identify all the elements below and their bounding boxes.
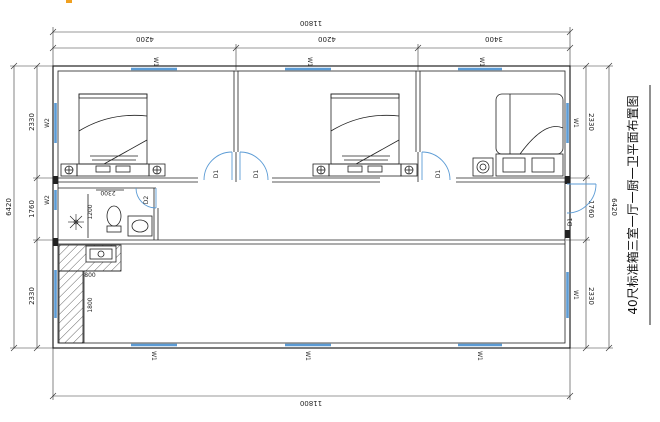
bathroom-fixtures	[87, 189, 153, 238]
doors	[135, 151, 597, 214]
window-label-top-1: W1	[152, 57, 159, 67]
kitchen-small-dim: 800	[84, 272, 96, 279]
window-label-right-2: W1	[572, 290, 579, 300]
door-label-3: D1	[435, 170, 442, 179]
door-label-bath: D2	[143, 196, 150, 205]
right-middle-dim: 1760	[587, 200, 595, 218]
left-lower-dim: 2330	[28, 287, 36, 305]
right-lower-dim: 2330	[587, 287, 595, 305]
outer-walls	[52, 65, 571, 349]
room1-width-dim: 4200	[136, 35, 154, 43]
columns	[53, 176, 570, 246]
right-dimensions	[566, 62, 613, 352]
plan-title: 40尺标准箱三室一厅一厨一卫平面布置图	[625, 95, 640, 314]
bed-room1	[78, 93, 148, 165]
interior-walls	[58, 71, 565, 245]
bath-depth-dim: 1200	[87, 204, 94, 219]
kitchen-counter	[58, 244, 122, 344]
side-table-room3	[472, 157, 494, 177]
right-upper-dim: 2330	[587, 113, 595, 131]
bunk-bed-room3	[495, 93, 564, 177]
nightstands-room1	[60, 163, 166, 177]
right-total-dim: 6420	[610, 198, 618, 216]
nightstands-room2	[312, 163, 418, 177]
room2-width-dim: 4200	[318, 35, 336, 43]
bed-room2	[330, 93, 400, 165]
window-label-top-2: W1	[306, 57, 313, 67]
left-dimensions	[10, 62, 58, 352]
room3-width-dim: 3400	[485, 35, 503, 43]
bottom-total-dim: 11800	[300, 399, 322, 407]
corner-mark	[66, 0, 72, 3]
shower-icon	[68, 214, 84, 230]
window-label-left-2: W2	[44, 195, 51, 205]
window-label-top-3: W1	[478, 57, 485, 67]
door-label-entry: D1	[567, 218, 574, 227]
top-total-dim: 11800	[300, 19, 322, 27]
kitchen-length-dim: 1800	[87, 297, 94, 312]
window-label-right-1: W1	[572, 118, 579, 128]
left-total-dim: 6420	[5, 198, 13, 216]
left-middle-dim: 1760	[28, 200, 36, 218]
top-dimensions	[49, 27, 574, 70]
bottom-dimensions	[49, 348, 574, 400]
windows	[54, 67, 569, 347]
left-upper-dim: 2330	[28, 113, 36, 131]
door-label-1: D1	[213, 170, 220, 179]
bath-length-dim: 2300	[100, 189, 115, 196]
window-label-left-1: W2	[44, 118, 51, 128]
window-label-bottom-1: W1	[150, 351, 157, 361]
window-label-bottom-2: W1	[304, 351, 311, 361]
door-label-2: D1	[253, 170, 260, 179]
window-label-bottom-3: W1	[476, 351, 483, 361]
